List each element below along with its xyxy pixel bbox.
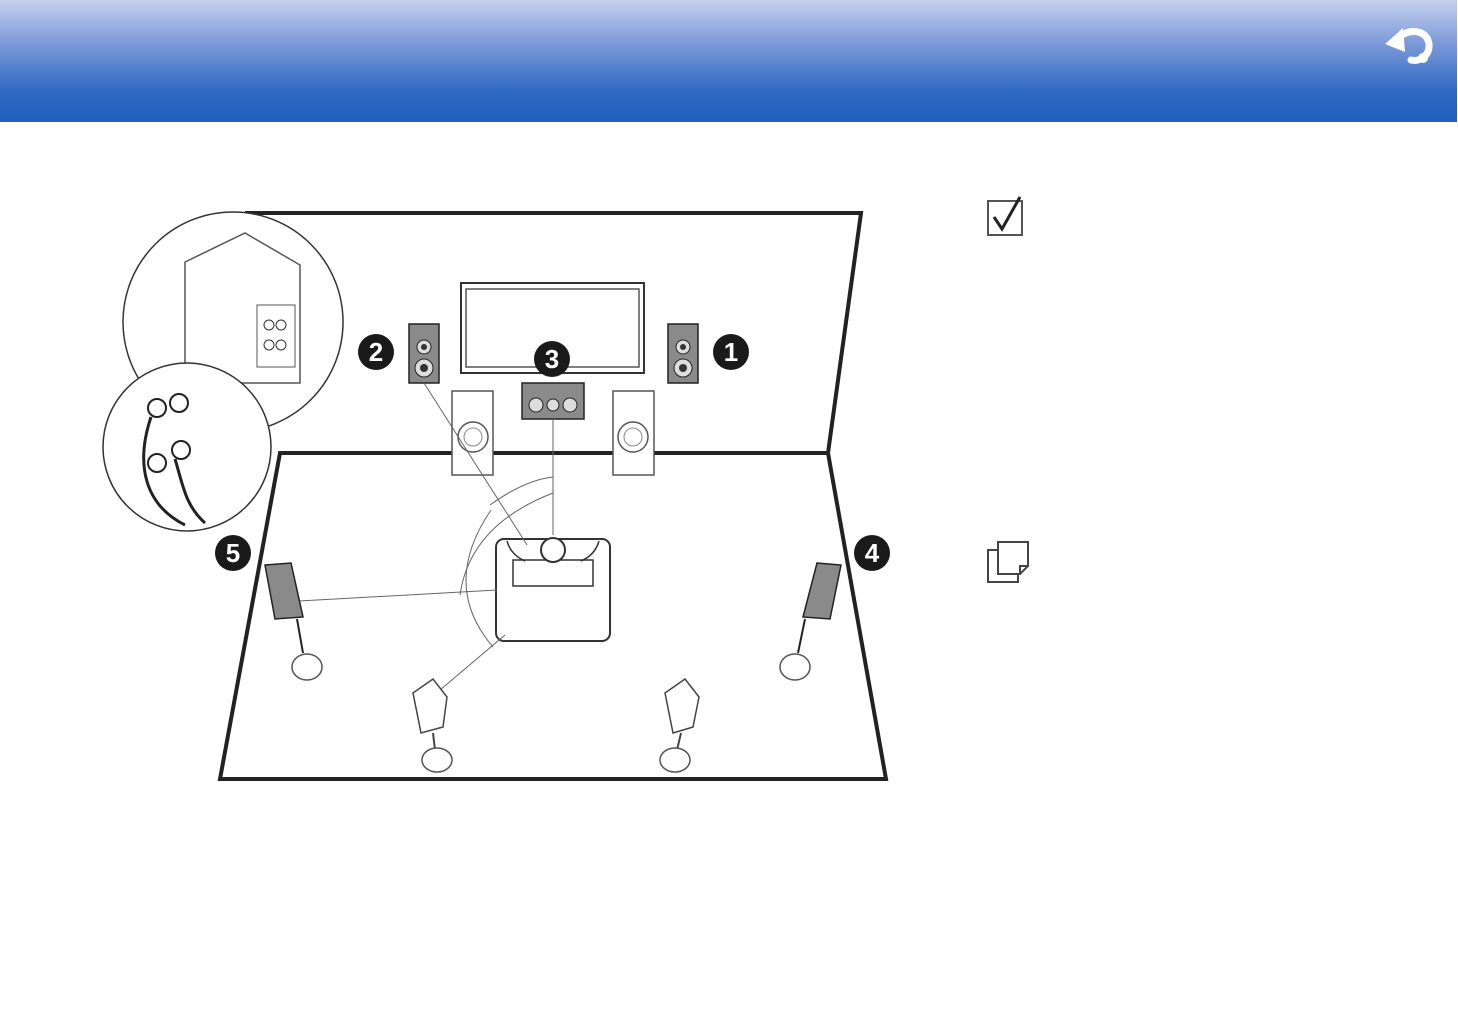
marker-surround-left: 5 <box>215 535 251 571</box>
surround-right-speaker <box>780 563 841 680</box>
center-speaker <box>522 383 584 419</box>
marker-surround-right: 4 <box>854 535 890 571</box>
listener-seat <box>496 538 610 641</box>
subwoofer-left <box>452 391 493 475</box>
rear-right-speaker <box>660 679 699 772</box>
marker-center: 3 <box>534 341 570 377</box>
marker-label: 1 <box>724 337 738 367</box>
marker-label: 5 <box>226 538 240 568</box>
memo-note-icon <box>986 540 1032 584</box>
marker-front-right: 1 <box>713 334 749 370</box>
surround-left-speaker <box>265 563 322 680</box>
marker-label: 4 <box>865 538 880 568</box>
speaker-layout-diagram: 1 2 3 4 5 <box>95 205 895 785</box>
front-right-speaker <box>668 324 698 383</box>
front-left-speaker <box>409 324 439 383</box>
marker-label: 2 <box>369 337 383 367</box>
angle-guides <box>299 383 553 690</box>
checkbox-tip-icon <box>986 195 1026 239</box>
terminal-closeup <box>103 212 343 531</box>
subwoofer-right <box>613 391 654 475</box>
marker-label: 3 <box>545 344 559 374</box>
return-arrow-icon <box>1383 22 1437 66</box>
rear-left-speaker <box>413 679 452 772</box>
header-bar <box>0 0 1457 122</box>
back-button[interactable] <box>1383 22 1437 66</box>
marker-front-left: 2 <box>358 334 394 370</box>
